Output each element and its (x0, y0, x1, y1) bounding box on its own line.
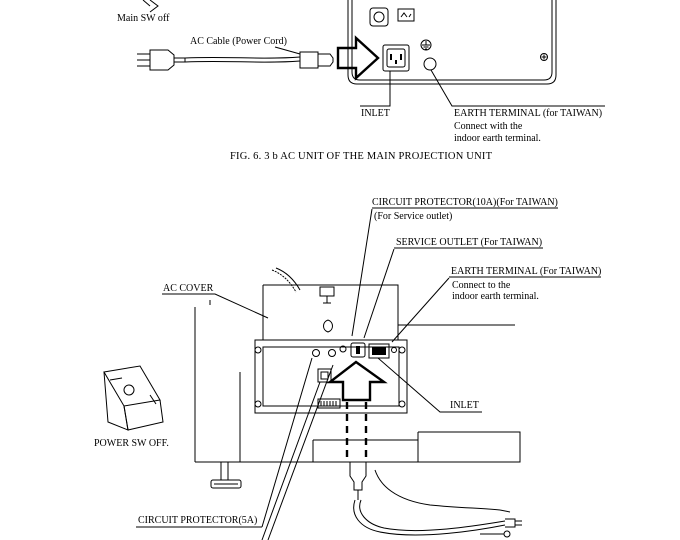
main-switch-icon (142, 0, 159, 13)
for-service-outlet-label: (For Service outlet) (374, 211, 452, 222)
power-sw-label: POWER SW OFF. (94, 438, 169, 449)
ac-cable-leader (274, 46, 301, 55)
ac-cover (262, 267, 399, 340)
earth-note-line1: Connect with the (454, 121, 523, 132)
top-figure: Main SW off AC Cable (Power Cord) (117, 0, 605, 162)
insert-arrow-up-icon (326, 360, 388, 402)
ac-unit-panel (347, 0, 557, 85)
bottom-figure: CIRCUIT PROTECTOR(10A)(For TAIWAN) (For … (94, 197, 601, 540)
service-outlet-leader (363, 248, 395, 339)
earth-terminal-label: EARTH TERMINAL (for TAIWAN) (454, 108, 602, 119)
circuit-protector-5a-label: CIRCUIT PROTECTOR(5A) (138, 515, 257, 526)
inlet-bottom-label: INLET (450, 400, 479, 411)
circuit-protector-10a-leader (351, 208, 373, 337)
earth-note-bottom-line1: Connect to the (452, 280, 511, 291)
power-switch-icon (103, 365, 164, 431)
earth-terminal-bottom-label: EARTH TERMINAL (For TAIWAN) (451, 266, 601, 277)
main-sw-label: Main SW off (117, 13, 170, 24)
service-outlet-label: SERVICE OUTLET (For TAIWAN) (396, 237, 542, 248)
earth-note-line2: indoor earth terminal. (454, 133, 541, 144)
circuit-protector-5a-leader (261, 357, 313, 528)
power-plug-icon (137, 49, 186, 71)
earth-note-bottom-line2: indoor earth terminal. (452, 291, 539, 302)
inlet-bottom-leader (377, 357, 482, 413)
circuit-protector-10a-label: CIRCUIT PROTECTOR(10A)(For TAIWAN) (372, 197, 558, 208)
insert-arrow-icon (336, 35, 380, 81)
inlet-leader (360, 71, 391, 107)
cabinet-body (194, 300, 521, 489)
earth-terminal-bottom-leader (391, 277, 450, 343)
ac-cover-leader (162, 293, 269, 319)
cable-connector (299, 51, 334, 69)
ac-cable (184, 56, 301, 59)
inlet-label: INLET (361, 108, 390, 119)
ac-cover-label: AC COVER (163, 283, 214, 294)
figure-caption: FIG. 6. 3 b AC UNIT OF THE MAIN PROJECTI… (230, 151, 493, 162)
earth-terminal-leader (430, 69, 605, 107)
ac-cable-label: AC Cable (Power Cord) (190, 36, 287, 47)
bottom-power-plug-icon (349, 461, 522, 538)
ac-plate (254, 339, 408, 414)
